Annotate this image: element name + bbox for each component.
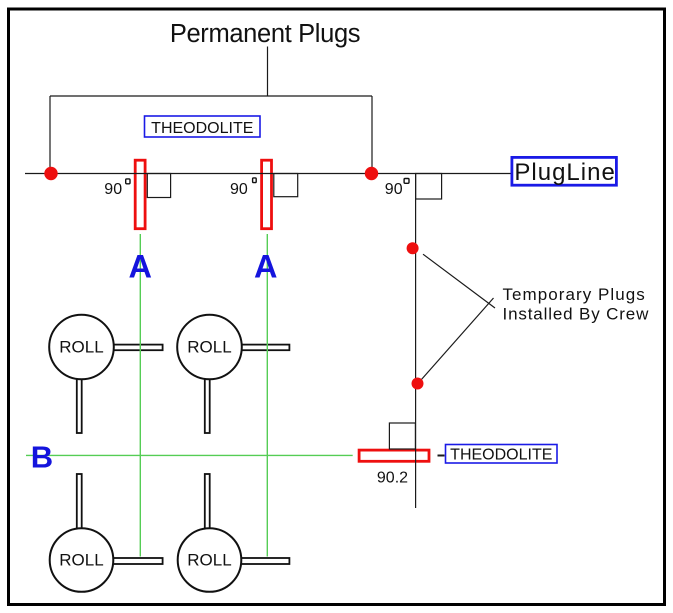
svg-text:90: 90 bbox=[385, 181, 403, 198]
svg-text:Temporary Plugs: Temporary Plugs bbox=[503, 285, 646, 304]
svg-text:Permanent Plugs: Permanent Plugs bbox=[170, 20, 360, 48]
svg-text:ROLL: ROLL bbox=[59, 551, 103, 570]
svg-text:THEODOLITE: THEODOLITE bbox=[450, 447, 552, 464]
svg-text:B: B bbox=[31, 440, 53, 475]
svg-text:A: A bbox=[254, 249, 277, 285]
svg-text:A: A bbox=[128, 249, 151, 285]
svg-text:Installed By Crew: Installed By Crew bbox=[503, 305, 650, 324]
svg-text:THEODOLITE: THEODOLITE bbox=[151, 120, 253, 137]
svg-text:90: 90 bbox=[104, 181, 122, 198]
svg-text:90.2: 90.2 bbox=[377, 470, 408, 487]
svg-text:ROLL: ROLL bbox=[187, 551, 231, 570]
svg-text:ROLL: ROLL bbox=[187, 338, 231, 357]
svg-text:90: 90 bbox=[230, 181, 248, 198]
svg-text:ROLL: ROLL bbox=[59, 338, 103, 357]
svg-text:PlugLine: PlugLine bbox=[514, 159, 615, 186]
